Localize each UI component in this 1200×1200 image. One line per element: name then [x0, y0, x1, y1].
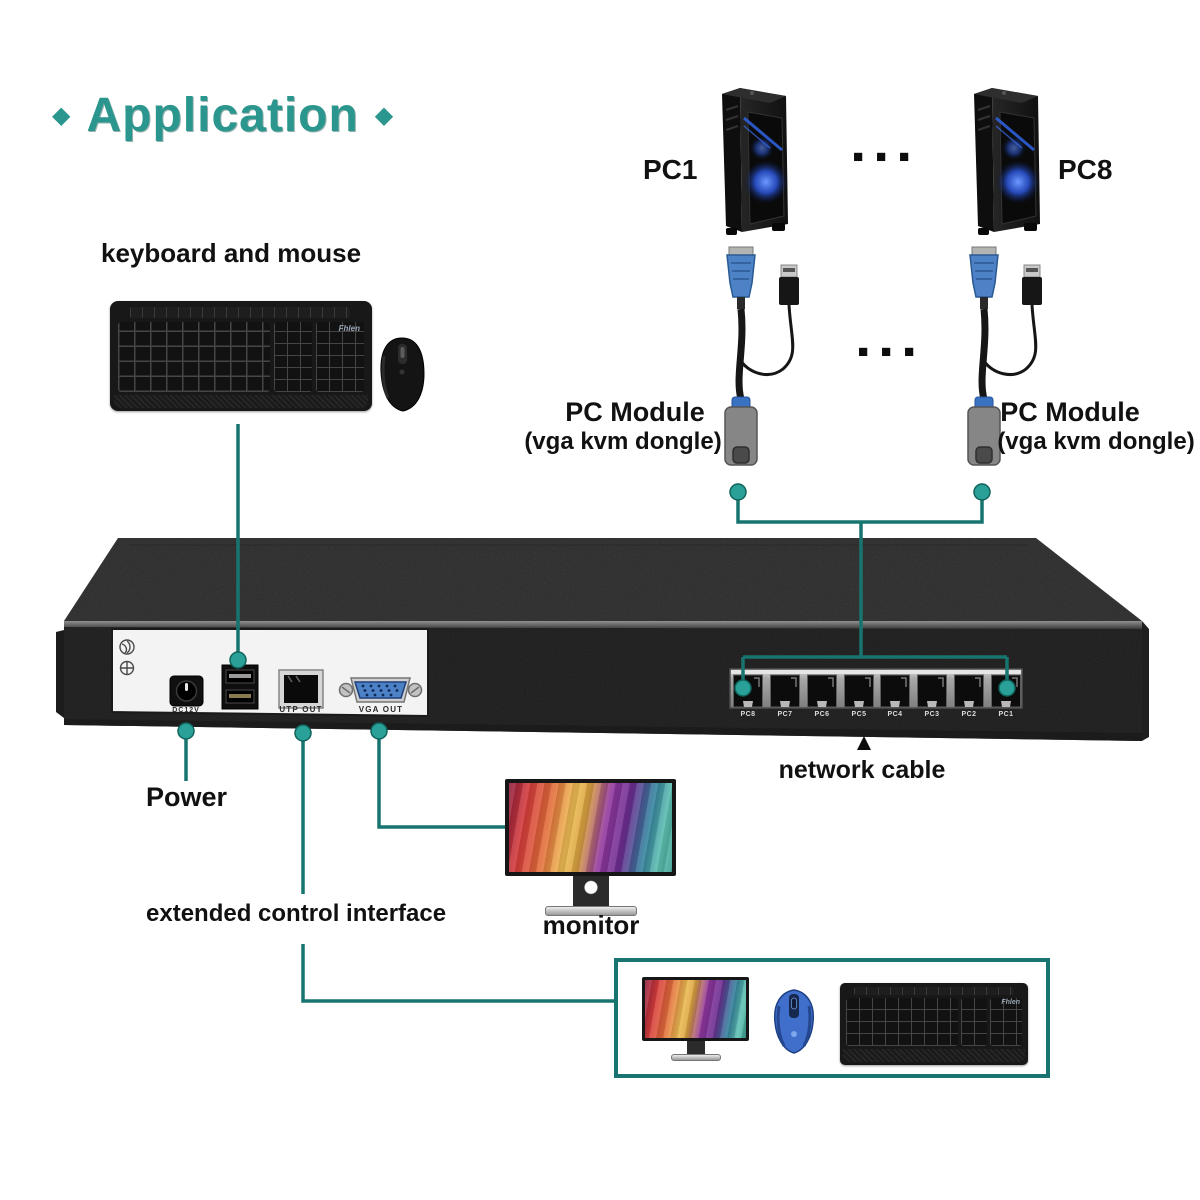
pc8-label: PC8 — [1058, 154, 1113, 185]
keyboard-nav-keys — [961, 998, 987, 1046]
monitor-base — [544, 906, 637, 916]
diamond-icon: ◆ — [52, 102, 71, 129]
extended-console-box: Fhlen — [614, 958, 1050, 1078]
network-cable-label: network cable — [778, 756, 946, 784]
port-label: PC6 — [814, 711, 830, 718]
keyboard-brand: Fhlen — [338, 324, 360, 333]
kvm-switch-device — [56, 538, 1149, 741]
extended-mouse — [773, 989, 815, 1054]
diamond-icon: ◆ — [374, 102, 394, 129]
port-label: PC3 — [924, 711, 940, 718]
keyboard-nav-keys — [274, 322, 312, 392]
extended-monitor — [642, 977, 749, 1061]
pc-module-sub-label-left: (vga kvm dongle) — [524, 428, 722, 455]
pc1-tower — [720, 86, 790, 237]
usb-ports-icon — [221, 664, 259, 710]
keyboard-mouse-label: keyboard and mouse — [101, 238, 362, 268]
pc-module-dongle-left — [725, 247, 799, 465]
monitor-base — [670, 1054, 721, 1061]
pc-module-label-left: PC Module — [565, 397, 705, 427]
keyboard-main-keys — [846, 998, 958, 1046]
keyboard-main-keys — [118, 322, 270, 392]
pc8-tower — [972, 86, 1042, 237]
keyboard-numpad — [316, 322, 364, 392]
pc-module-label-right: PC Module — [1000, 397, 1140, 427]
extended-keyboard: Fhlen — [840, 983, 1028, 1065]
pc-module-sub-label-right: (vga kvm dongle) — [997, 428, 1195, 455]
monitor-stand — [572, 876, 609, 906]
title-text: Application — [86, 89, 359, 142]
page-title: ◆ Application ◆ — [52, 88, 393, 143]
port-label: PC1 — [998, 711, 1014, 718]
connector-lines — [184, 424, 1009, 1003]
arrow-up-icon: ▲ — [852, 729, 876, 756]
pc-ports-strip — [729, 668, 1023, 709]
port-label: PC8 — [740, 711, 756, 718]
monitor-screen — [505, 779, 676, 876]
power-label: Power — [146, 782, 228, 812]
vga-out-label: VGA OUT — [358, 705, 404, 714]
utp-out-port-icon — [278, 669, 324, 709]
utp-out-label: UTP OUT — [279, 705, 323, 714]
keyboard-palmrest — [843, 1049, 1025, 1062]
dc12v-label: DC12V — [172, 707, 200, 714]
ellipsis-icon: ■ ■ ■ — [853, 147, 914, 166]
pc1-label: PC1 — [643, 154, 698, 185]
mouse-illustration — [380, 337, 425, 412]
port-label: PC4 — [887, 711, 903, 718]
port-label: PC2 — [961, 711, 977, 718]
monitor-label: monitor — [542, 910, 640, 940]
keyboard-brand: Fhlen — [1001, 999, 1020, 1006]
vga-out-port-icon — [338, 677, 423, 703]
port-label: PC5 — [851, 711, 867, 718]
keyboard-fn-row — [130, 307, 350, 318]
ellipsis-icon: ■ ■ ■ — [858, 342, 919, 361]
monitor-stand — [686, 1041, 705, 1054]
dc-power-jack-icon — [169, 675, 204, 707]
extended-control-label: extended control interface — [146, 900, 447, 927]
port-label: PC7 — [777, 711, 793, 718]
connector-panel — [111, 628, 429, 718]
monitor-screen — [642, 977, 749, 1041]
keyboard-illustration: Fhlen — [110, 301, 372, 411]
connector-dots — [177, 483, 1016, 742]
ground-icon — [119, 639, 135, 676]
monitor-illustration — [505, 779, 676, 916]
keyboard-palmrest — [114, 395, 368, 408]
keyboard-numpad — [990, 998, 1022, 1046]
keyboard-fn-row — [854, 987, 1014, 995]
